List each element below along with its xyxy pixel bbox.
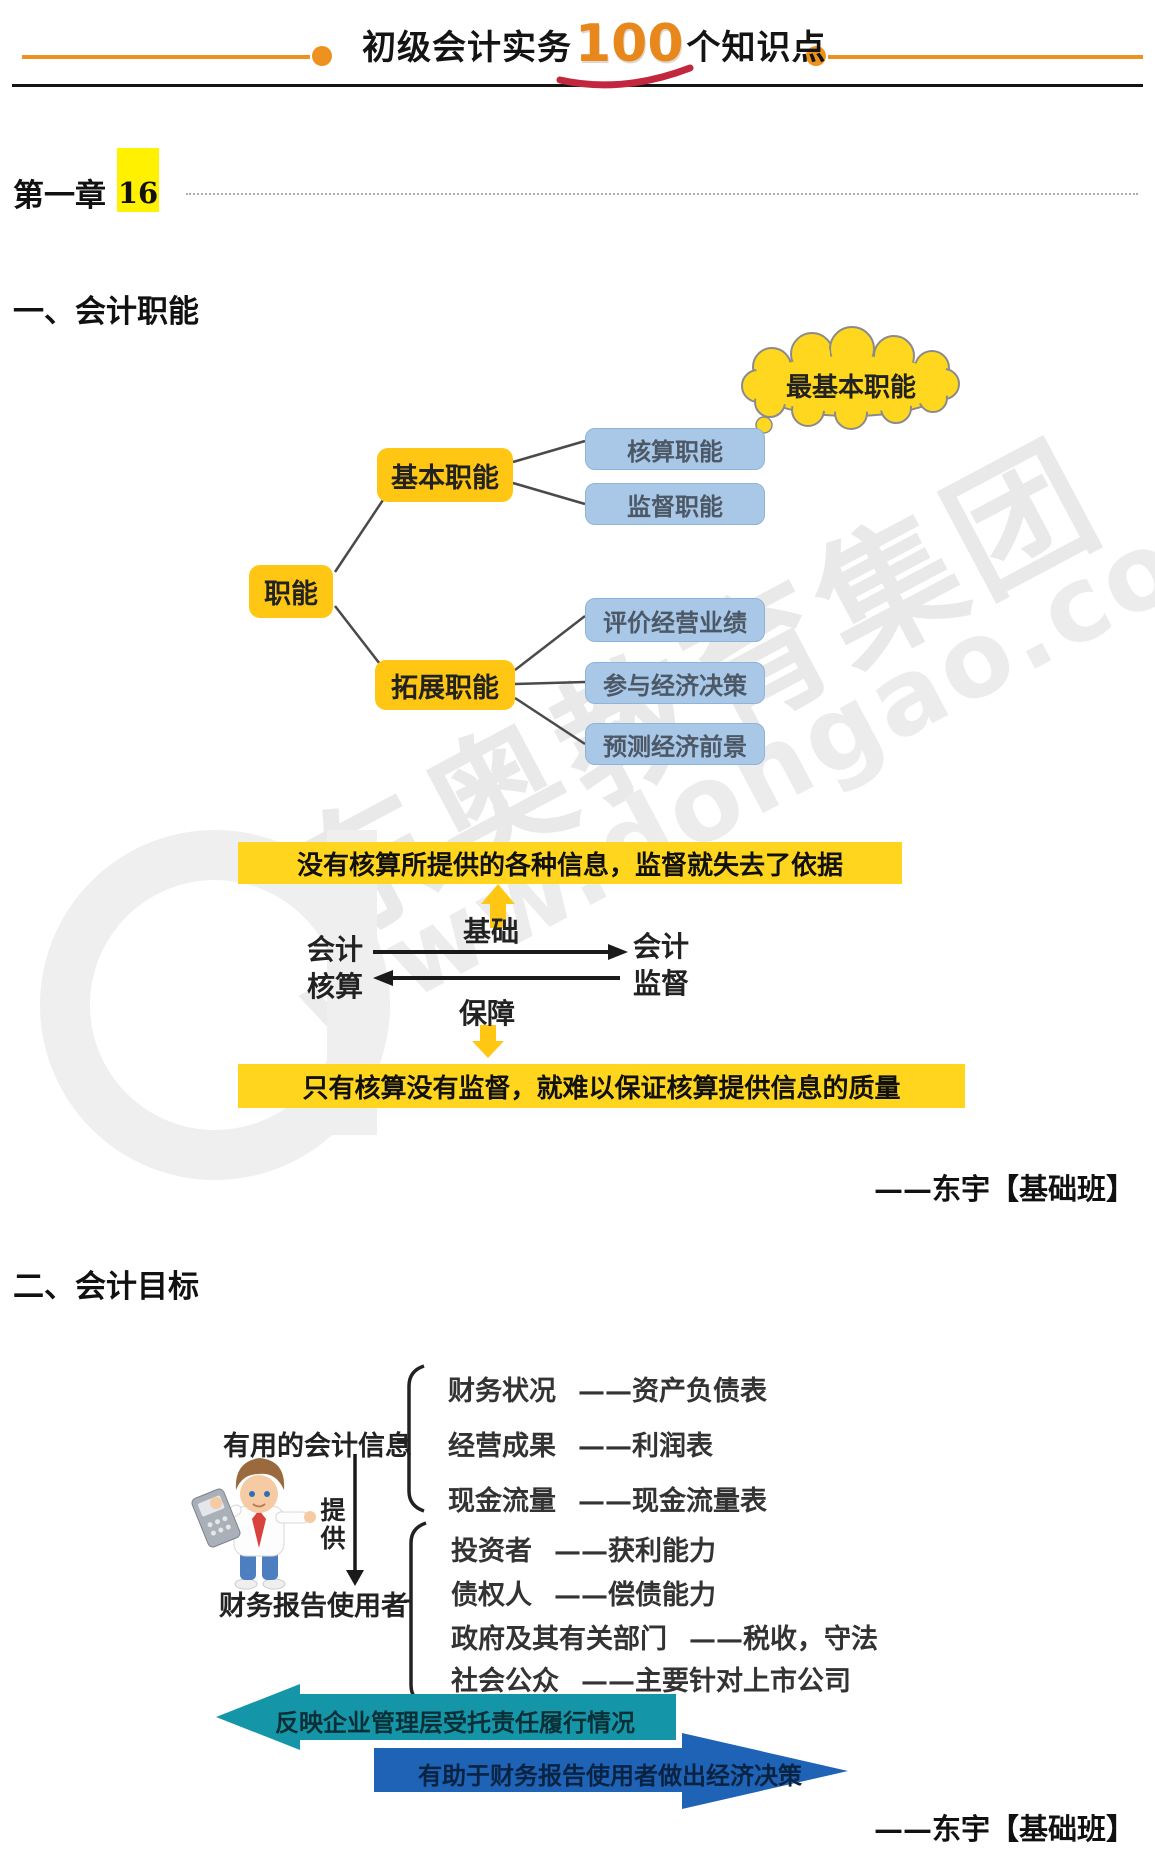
banner-top: 没有核算所提供的各种信息，监督就失去了依据 xyxy=(238,842,902,884)
info-row-label: 财务状况 xyxy=(448,1376,556,1407)
section2-attribution: ——东宇【基础班】 xyxy=(873,1812,1135,1846)
blue-arrow-text: 有助于财务报告使用者做出经济决策 xyxy=(418,1762,802,1790)
node-root: 职能 xyxy=(249,565,333,618)
section2-heading: 二、会计目标 xyxy=(13,1269,199,1305)
flow-right-label: 会计 监督 xyxy=(626,930,696,1001)
info-row-label: 经营成果 xyxy=(448,1431,556,1462)
user-row-value: ——税收，守法 xyxy=(689,1624,878,1655)
user-row-label: 投资者 xyxy=(451,1536,532,1567)
user-row-creditors: 债权人 ——偿债能力 xyxy=(451,1573,716,1612)
user-row-value: ——偿债能力 xyxy=(554,1580,716,1611)
info-row-cash-flow: 现金流量 ——现金流量表 xyxy=(448,1479,767,1518)
provide-char-bottom: 供 xyxy=(320,1524,346,1553)
info-label: 有用的会计信息 xyxy=(223,1431,412,1462)
user-row-label: 债权人 xyxy=(451,1580,532,1611)
header-rule-right xyxy=(828,55,1143,59)
title-suffix: 个知识点 xyxy=(686,27,827,68)
section1-attribution: ——东宇【基础班】 xyxy=(873,1172,1135,1206)
flow-right-top: 会计 xyxy=(632,930,689,963)
user-row-value: ——主要针对上市公司 xyxy=(581,1666,851,1697)
users-label: 财务报告使用者 xyxy=(219,1591,408,1622)
flow-left-label: 会计 核算 xyxy=(300,933,370,1004)
mascot-illustration xyxy=(191,1458,316,1590)
user-row-label: 社会公众 xyxy=(451,1666,559,1697)
provide-char-top: 提 xyxy=(320,1496,346,1525)
flow-left-bottom: 核算 xyxy=(306,970,363,1003)
page-title: 初级会计实务 100 个知识点 xyxy=(362,18,827,70)
info-row-operating-results: 经营成果 ——利润表 xyxy=(448,1424,713,1463)
user-row-value: ——获利能力 xyxy=(554,1536,716,1567)
node-economic-decisions: 参与经济决策 xyxy=(585,662,765,704)
info-row-value: ——利润表 xyxy=(578,1431,713,1462)
header-dot-left xyxy=(312,46,332,66)
node-extended: 拓展职能 xyxy=(375,660,515,710)
chapter-dotted-rule xyxy=(186,193,1138,195)
node-supervision-function: 监督职能 xyxy=(585,483,765,525)
title-swoosh xyxy=(556,64,694,89)
user-row-label: 政府及其有关部门 xyxy=(451,1624,667,1655)
provide-arrow xyxy=(346,1454,364,1586)
thought-cloud-label: 最基本职能 xyxy=(785,372,916,403)
flow-right-bottom: 监督 xyxy=(632,967,689,1000)
node-basic: 基本职能 xyxy=(377,448,513,502)
flow-left-top: 会计 xyxy=(306,933,363,966)
user-row-public: 社会公众 ——主要针对上市公司 xyxy=(451,1659,851,1698)
info-row-value: ——现金流量表 xyxy=(578,1486,767,1517)
node-evaluate-performance: 评价经营业绩 xyxy=(585,598,765,642)
flow-forward-label: 基础 xyxy=(462,915,519,948)
section1-heading: 一、会计职能 xyxy=(13,294,199,330)
header-rule-left xyxy=(22,55,310,59)
user-row-investors: 投资者 ——获利能力 xyxy=(451,1529,716,1568)
node-forecast-prospects: 预测经济前景 xyxy=(585,723,765,765)
info-row-financial-position: 财务状况 ——资产负债表 xyxy=(448,1369,767,1408)
title-number: 100 xyxy=(575,14,684,74)
info-row-label: 现金流量 xyxy=(448,1486,556,1517)
user-row-government: 政府及其有关部门 ——税收，守法 xyxy=(451,1617,878,1656)
header-dot-right xyxy=(806,46,826,66)
node-accounting-function: 核算职能 xyxy=(585,428,765,470)
title-prefix: 初级会计实务 xyxy=(362,27,572,68)
chapter-label: 第一章 xyxy=(13,178,106,214)
flow-backward-label: 保障 xyxy=(458,997,515,1030)
chapter-number-highlight: 16 xyxy=(117,148,159,212)
banner-bottom: 只有核算没有监督，就难以保证核算提供信息的质量 xyxy=(238,1064,965,1108)
info-row-value: ——资产负债表 xyxy=(578,1376,767,1407)
teal-arrow-text: 反映企业管理层受托责任履行情况 xyxy=(275,1709,635,1737)
